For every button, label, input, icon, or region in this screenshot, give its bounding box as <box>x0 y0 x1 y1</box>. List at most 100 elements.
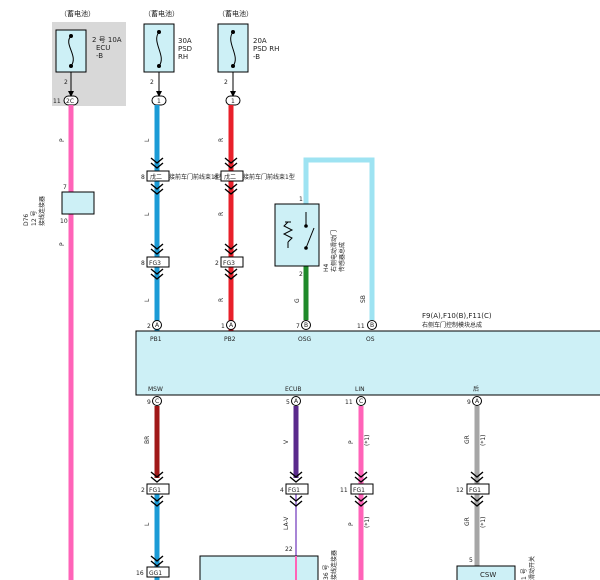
battery-label-3: （蓄电池） <box>218 9 253 18</box>
inline-conn-2-text: 戊二 <box>224 173 236 181</box>
pin-name-msw: MSW <box>148 386 163 393</box>
wire-code-l-2: L <box>144 212 151 216</box>
csw-label: CSW <box>480 571 496 579</box>
inline-conn-1-num: 8 <box>141 174 145 181</box>
wire-code-gr-note: (*1) <box>480 435 487 447</box>
fg1-3-label: FG1 <box>353 487 365 494</box>
fuse-1-name: ECU <box>96 44 110 52</box>
wire-code-g: G <box>294 298 301 303</box>
wire-code-p-lin: P <box>348 440 355 444</box>
junction-connector-36 <box>199 555 319 580</box>
fuse-3-name: PSD RH <box>253 45 279 53</box>
chevron-upper-red <box>224 157 238 195</box>
switch-line2: 传感器总成 <box>338 242 346 272</box>
fuse-3-out-pin: 2 <box>224 79 228 86</box>
ecu-title: F9(A),F10(B),F11(C) <box>422 312 492 320</box>
wire-code-gr-lower: GR <box>464 517 471 526</box>
junction-connector-d76 <box>61 191 95 215</box>
chevron-fg3 <box>150 243 238 280</box>
fuse-2-rating: 30A <box>178 37 192 45</box>
csw-pin: 5 <box>469 557 473 564</box>
junction-id: D76 <box>23 214 30 226</box>
module-bottom-pins <box>152 396 482 406</box>
pin-name-pb2: PB2 <box>224 336 236 343</box>
top-pin-2-num: 1 <box>221 323 225 330</box>
connector-2C-id: 2C <box>66 98 74 105</box>
fuse-1-out-pin: 2 <box>64 79 68 86</box>
junction-line2: 接线连接器 <box>38 196 46 226</box>
switch-pin-top: 1 <box>299 196 303 203</box>
bottom-pin-4-num: 9 <box>467 399 471 406</box>
box-text-2: 接线连接器 <box>330 550 338 580</box>
inline-conn-2-num: 8 <box>214 174 218 181</box>
connector-fuse-2-id: 1 <box>157 98 161 105</box>
csw-switch <box>456 565 516 580</box>
connector-2C-num: 11 <box>53 98 61 105</box>
battery-label-2: （蓄电池） <box>144 9 179 18</box>
wire-code-la-v: LA-V <box>283 516 290 530</box>
top-pin-1-letter: A <box>155 322 160 329</box>
pin-name-osg: OSG <box>298 336 312 343</box>
junction-line1: 12 号 <box>31 210 38 226</box>
fg3-b-label: FG3 <box>223 260 235 267</box>
fg1-2-num: 4 <box>280 487 284 494</box>
wire-code-p-lin-note: (*1) <box>364 435 371 447</box>
fg1-1-num: 2 <box>141 487 145 494</box>
fg1-4-num: 12 <box>456 487 464 494</box>
wire-code-gr-lower-note: (*1) <box>480 517 487 529</box>
chevron-upper-blue <box>150 157 164 195</box>
wire-code-p-1: P <box>59 138 66 142</box>
wire-code-p-lower: P <box>348 522 355 526</box>
bottom-pin-1-num: 9 <box>147 399 151 406</box>
csw-side-1: 1 号 <box>521 568 528 580</box>
fg1-2-label: FG1 <box>288 487 300 494</box>
fuse-1-suffix: -B <box>96 52 103 60</box>
fuse-1 <box>55 29 87 73</box>
bottom-pin-3-num: 11 <box>345 399 353 406</box>
pin-name-os: OS <box>366 336 375 343</box>
top-pin-4-num: 11 <box>357 323 365 330</box>
bottom-pin-2-letter: A <box>294 398 299 405</box>
battery-label-1: （蓄电池） <box>60 9 95 18</box>
fuse-2-out-pin: 2 <box>150 79 154 86</box>
gg1-label: GG1 <box>149 570 162 577</box>
chevron-fg1 <box>150 471 484 507</box>
wire-code-l-lower: L <box>144 522 151 526</box>
fuse-3-suffix: -B <box>253 53 260 61</box>
fg3-a-label: FG3 <box>149 260 161 267</box>
switch-id: H4 <box>323 263 330 272</box>
wire-code-gr: GR <box>464 435 471 444</box>
wire-code-p-2: P <box>59 242 66 246</box>
pin-name-pb1: PB1 <box>150 336 162 343</box>
fg3-b-num: 2 <box>215 260 219 267</box>
ecu-subtitle: 右侧车门控制模块总成 <box>422 321 482 329</box>
wire-skyblue <box>303 157 375 320</box>
fg3-a-num: 8 <box>141 260 145 267</box>
door-control-module <box>135 330 600 396</box>
junction-pin-top: 7 <box>63 184 67 191</box>
fuse-2-name: PSD <box>178 45 192 53</box>
door-sensor-switch <box>274 203 320 267</box>
switch-pin-bottom: 2 <box>299 271 303 278</box>
box-pin: 22 <box>285 546 293 553</box>
wire-code-l-1: L <box>144 138 151 142</box>
wire-code-r-1: R <box>218 138 225 142</box>
module-top-pins <box>152 320 377 330</box>
wire-code-br: BR <box>144 436 151 444</box>
inline-conn-side-text-1: 接前车门前线束1型 <box>169 173 221 181</box>
inline-conn-side-text-2: 接前车门前线束1型 <box>243 173 295 181</box>
top-pin-3-letter: B <box>304 322 308 329</box>
box-text-1: 36 号 <box>323 564 330 580</box>
gg1-num: 16 <box>136 570 144 577</box>
fg1-1-label: FG1 <box>149 487 161 494</box>
wire-code-sb: SB <box>360 295 367 303</box>
wire-code-r-2: R <box>218 212 225 216</box>
wire-code-v: V <box>283 439 290 444</box>
connector-fuse-3-id: 1 <box>231 98 235 105</box>
fuse-2 <box>143 23 175 73</box>
inline-conn-1-text: 戊二 <box>150 173 162 181</box>
fuse-2-suffix: RH <box>178 53 188 61</box>
top-pin-4-letter: B <box>370 322 374 329</box>
wire-code-r-3: R <box>218 298 225 302</box>
